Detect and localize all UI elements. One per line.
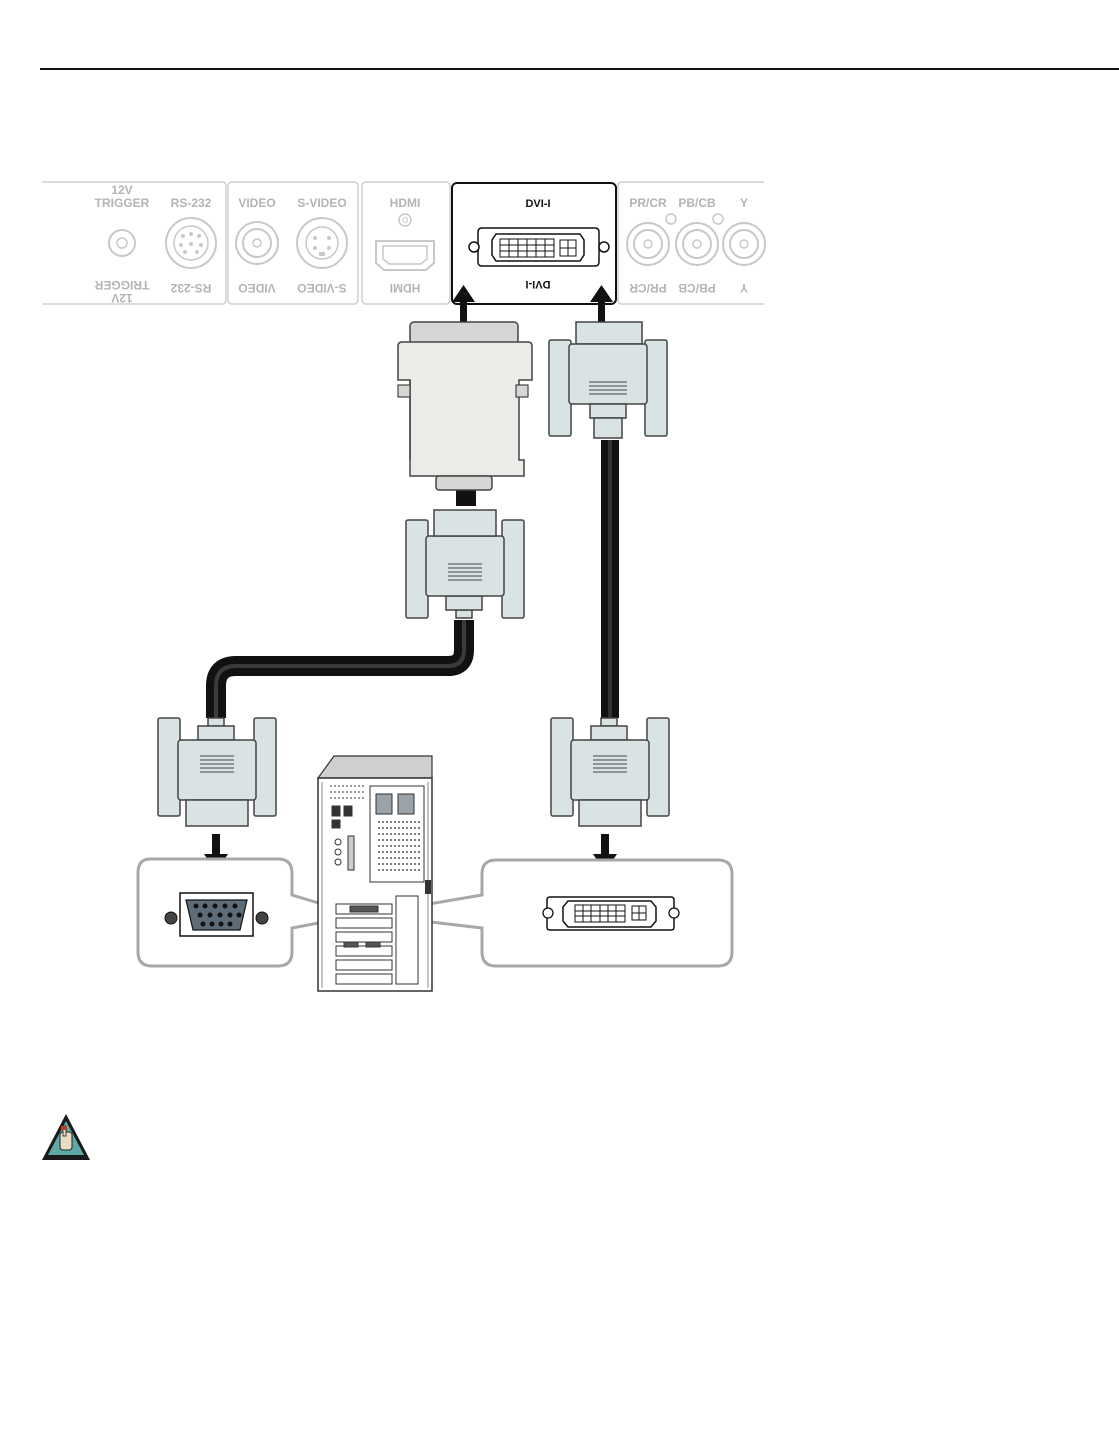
- label-y-flipped: Y: [740, 281, 748, 295]
- y-jack-icon: [723, 223, 765, 265]
- svideo-jack-icon: [297, 218, 347, 268]
- label-pb: PB/CB: [678, 196, 716, 210]
- label-pr-flipped: PR/CR: [629, 281, 667, 295]
- label-svideo-flipped: S-VIDEO: [297, 281, 346, 295]
- label-dvi-flipped: DVI-I: [525, 278, 550, 290]
- label-trigger: TRIGGER: [95, 196, 150, 210]
- vga-plug-pc-end: [158, 718, 276, 826]
- label-rs232-flipped: RS-232: [170, 281, 211, 295]
- label-svideo: S-VIDEO: [297, 196, 346, 210]
- note-hand-icon: [42, 1114, 90, 1160]
- label-pr: PR/CR: [629, 196, 667, 210]
- label-12v: 12V: [111, 183, 132, 197]
- dvi-vga-adapter: [398, 322, 532, 490]
- pc-dvi-port-icon: [543, 897, 679, 930]
- label-video: VIDEO: [238, 196, 275, 210]
- label-pb-flipped: PB/CB: [678, 281, 716, 295]
- vga-port-icon: [165, 893, 268, 936]
- rear-panel: 12V TRIGGER RS-232 VIDEO S-VIDEO HDMI DV…: [42, 182, 765, 305]
- label-y: Y: [740, 196, 748, 210]
- vga-cable: [216, 620, 464, 718]
- label-hdmi: HDMI: [390, 196, 421, 210]
- dvi-plug-projector-end: [549, 322, 667, 438]
- label-rs232: RS-232: [171, 196, 212, 210]
- dvi-port-icon: [469, 228, 609, 266]
- rs232-port-icon: [166, 218, 216, 268]
- label-12v-flipped: 12V: [111, 291, 132, 305]
- label-hdmi-flipped: HDMI: [390, 281, 421, 295]
- dvi-plug-pc-end: [551, 718, 669, 826]
- label-video-flipped: VIDEO: [238, 281, 275, 295]
- label-dvi: DVI-I: [525, 198, 550, 210]
- pc-tower-icon: [318, 756, 432, 991]
- vga-plug-adapter-end: [406, 510, 524, 618]
- video-jack-icon: [236, 222, 278, 264]
- trigger-jack-icon: [109, 230, 135, 256]
- label-trigger-flipped: TRIGGER: [94, 278, 149, 292]
